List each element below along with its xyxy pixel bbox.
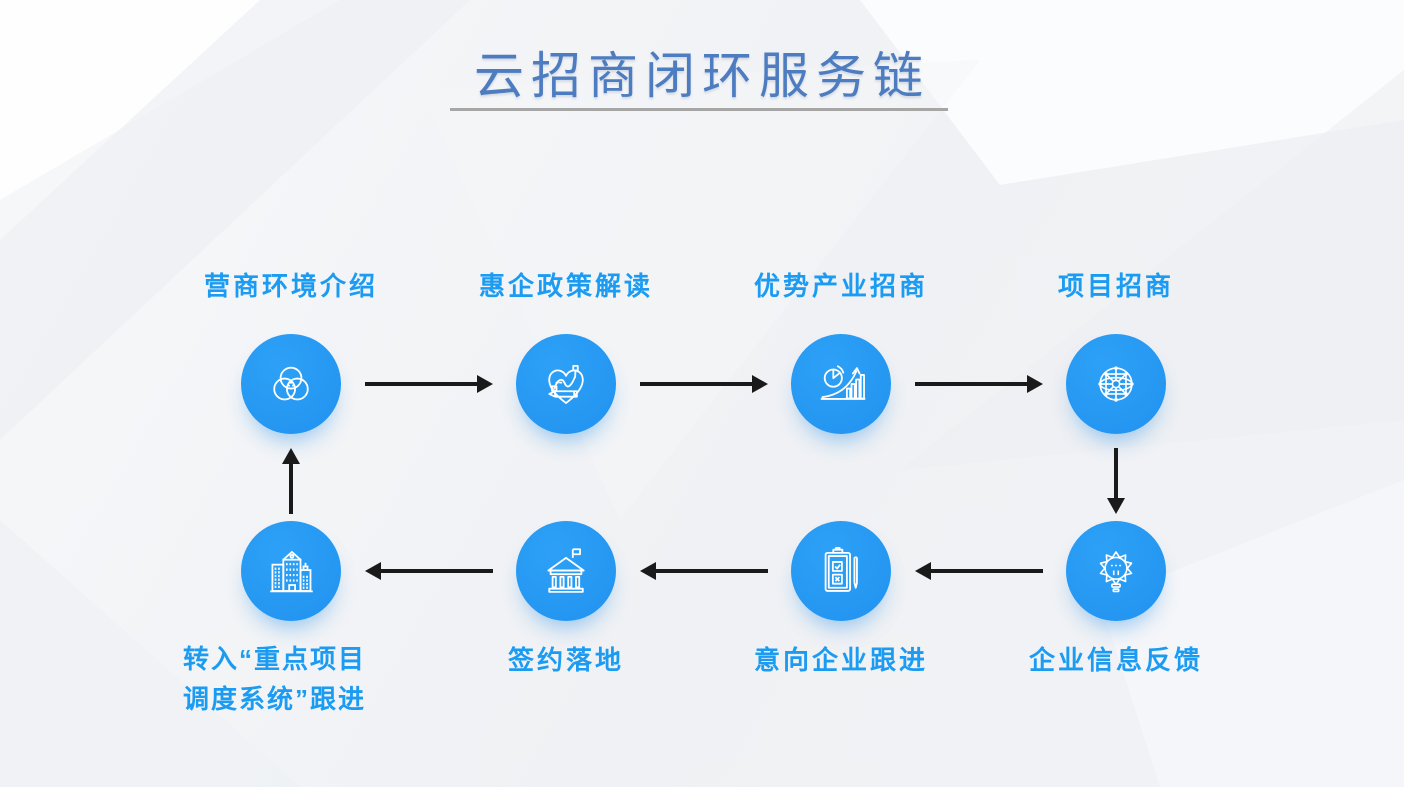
- city-buildings-icon: [270, 550, 313, 593]
- step-label-intent-followup: 意向企业跟进: [753, 645, 928, 675]
- step-label-policy-interpretation: 惠企政策解读: [478, 271, 653, 301]
- step-label-line1: 转入“重点项目: [183, 644, 367, 674]
- heart-design-icon: [548, 364, 584, 404]
- step-circle-key-project-transfer: [241, 521, 341, 621]
- step-label-key-project-transfer: 转入“重点项目 调度系统”跟进: [183, 639, 483, 719]
- idea-bulb-icon: [1099, 551, 1133, 593]
- arrow-right-icon: [915, 375, 1043, 393]
- clipboard-check-icon: [824, 546, 858, 592]
- step-label-project-investment: 项目招商: [1057, 271, 1174, 301]
- step-label-business-environment: 营商环境介绍: [203, 271, 378, 301]
- step-label-contract-landing: 签约落地: [507, 645, 624, 675]
- step-circle-intent-followup: [791, 521, 891, 621]
- slide-title: 云招商闭环服务链: [474, 47, 930, 105]
- step-circle-policy-interpretation: [516, 334, 616, 434]
- growth-chart-icon: [820, 365, 866, 400]
- globe-network-icon: [1098, 366, 1134, 402]
- arrow-left-icon: [640, 562, 768, 580]
- step-label-line2: 调度系统”跟进: [183, 684, 367, 714]
- arrow-right-icon: [640, 375, 768, 393]
- bank-building-icon: [547, 548, 585, 593]
- arrow-left-icon: [915, 562, 1043, 580]
- step-circle-enterprise-feedback: [1066, 521, 1166, 621]
- step-circle-industry-investment: [791, 334, 891, 434]
- step-label-industry-investment: 优势产业招商: [753, 271, 928, 301]
- step-label-enterprise-feedback: 企业信息反馈: [1028, 645, 1203, 675]
- step-circle-contract-landing: [516, 521, 616, 621]
- arrow-left-icon: [365, 562, 493, 580]
- title-underline: [450, 108, 948, 111]
- venn-diagram-icon: [273, 366, 309, 401]
- arrow-down-icon: [1107, 448, 1125, 514]
- arrow-up-icon: [282, 448, 300, 514]
- step-circle-project-investment: [1066, 334, 1166, 434]
- arrow-right-icon: [365, 375, 493, 393]
- step-circle-business-environment: [241, 334, 341, 434]
